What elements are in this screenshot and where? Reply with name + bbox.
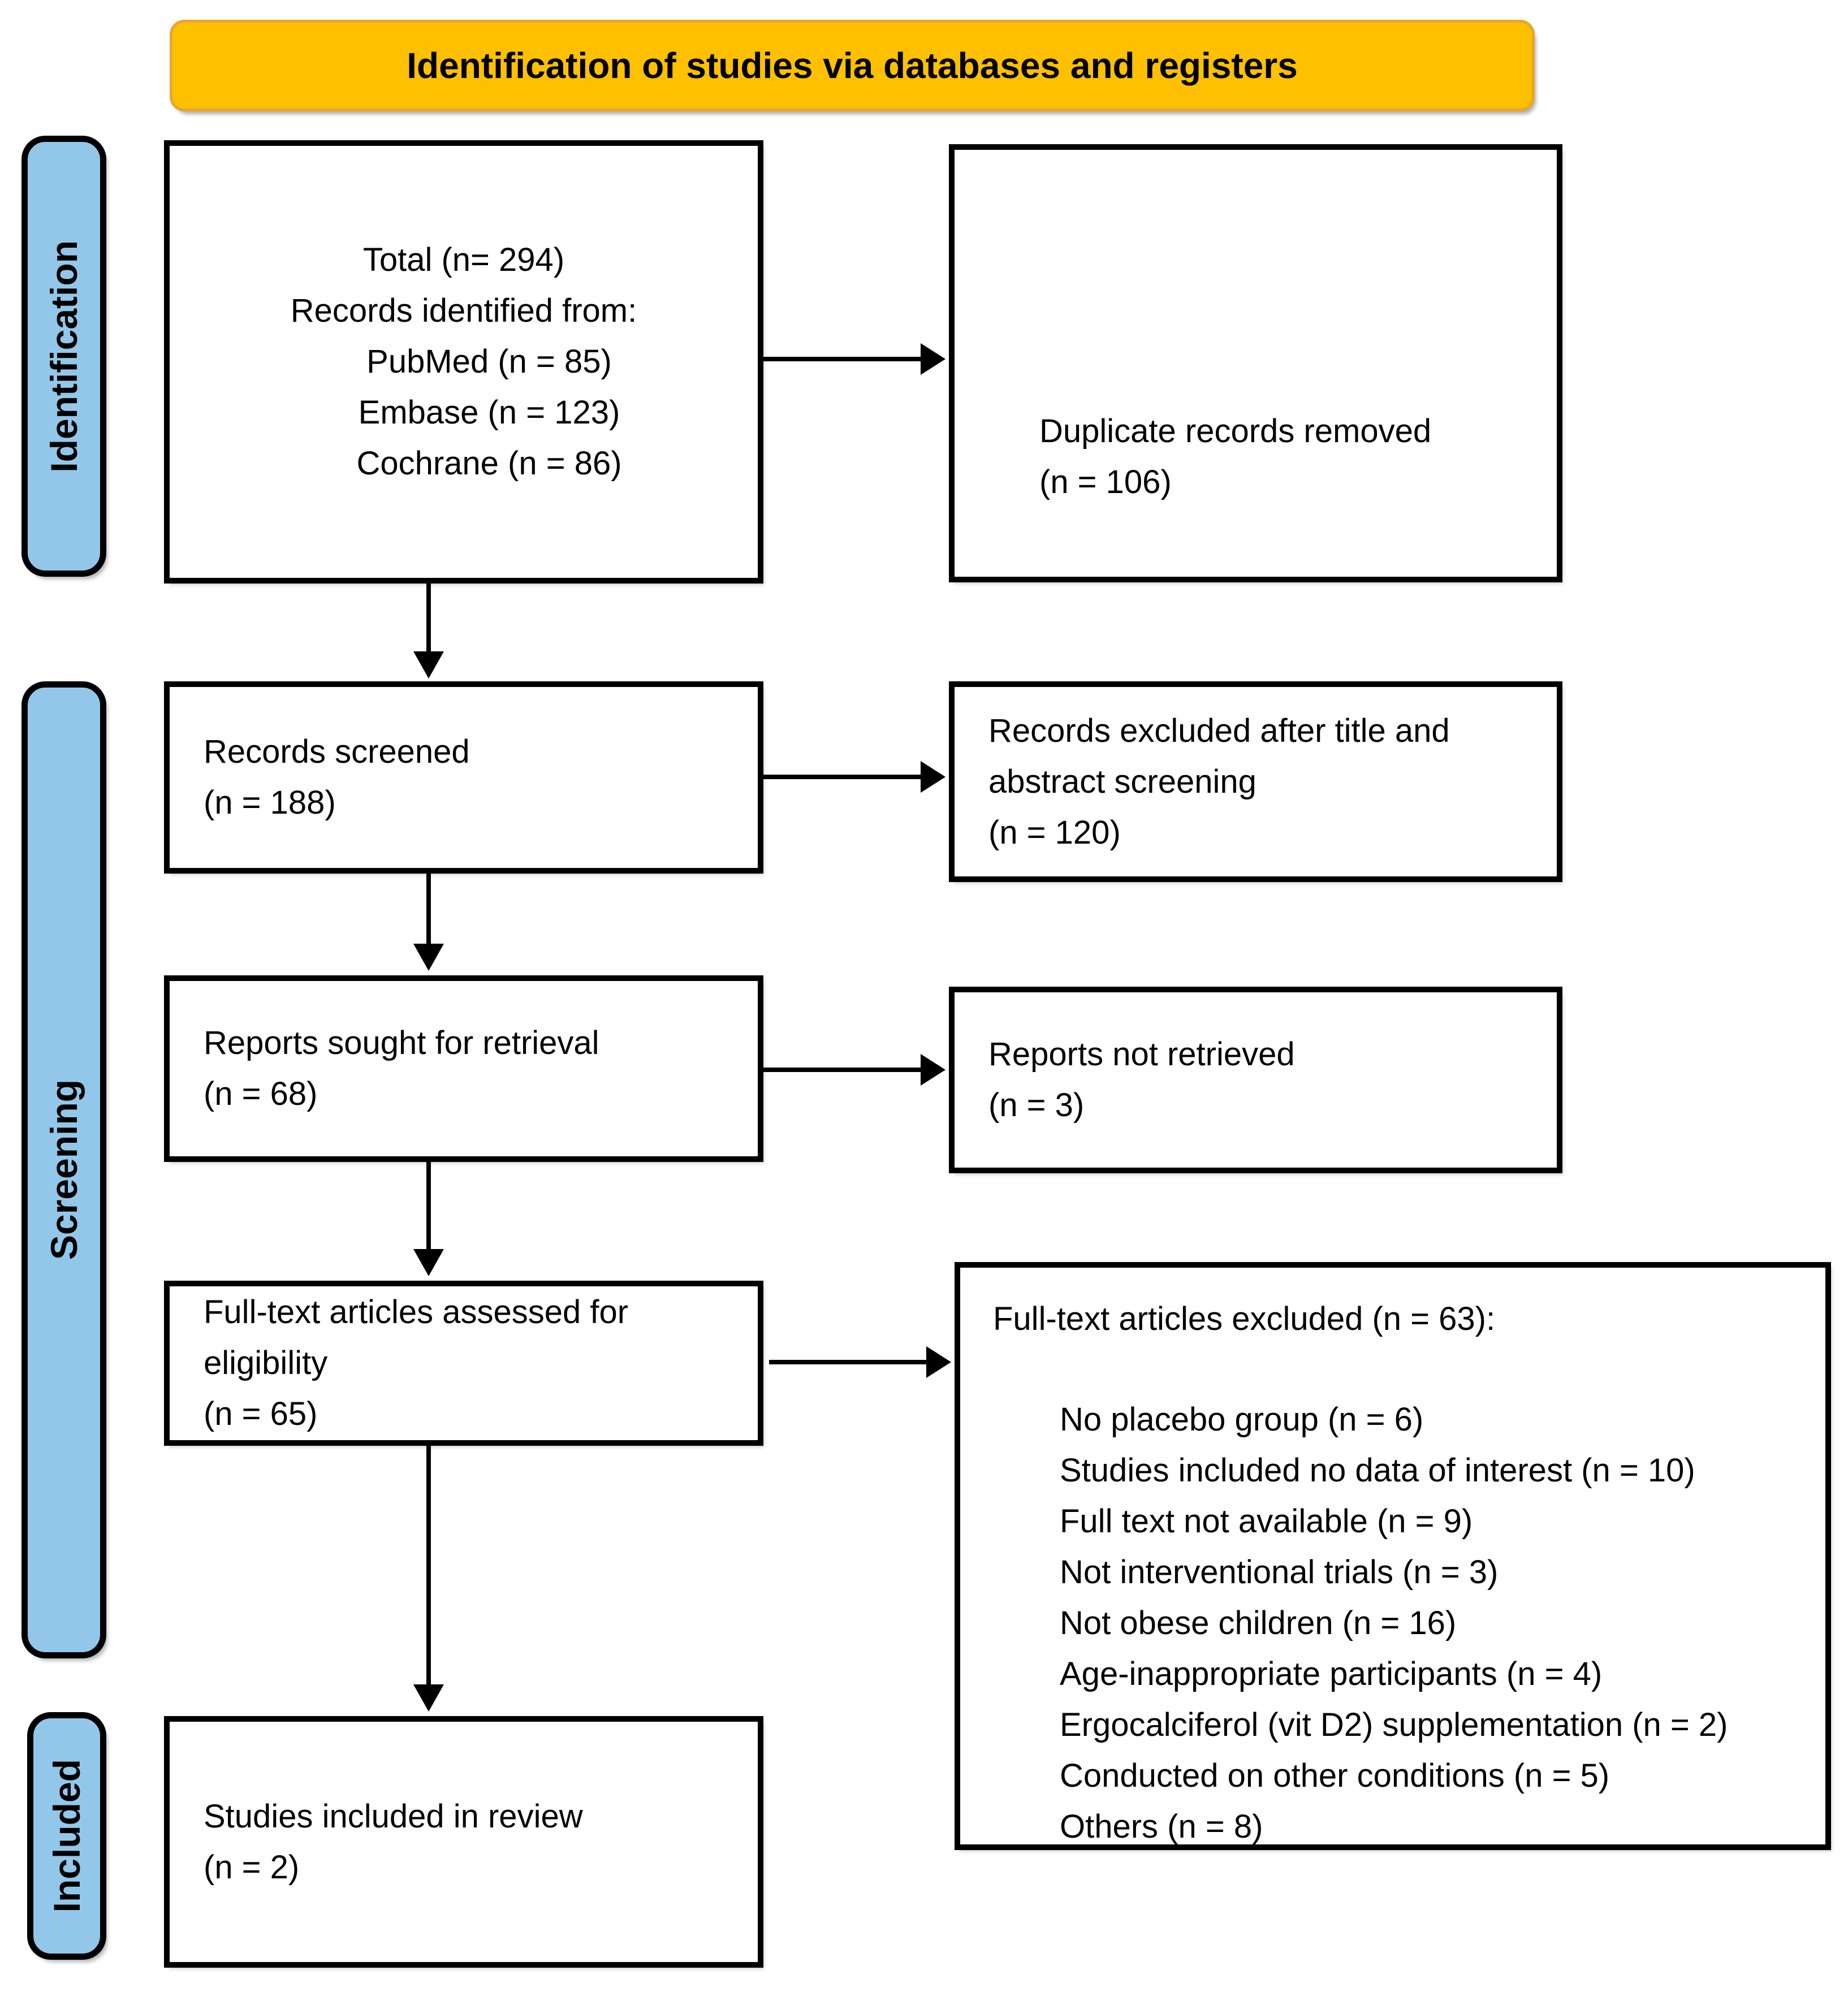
box-records-identified-line: Cochrane (n = 86) [356, 445, 622, 482]
arrow-down-icon [413, 1249, 444, 1276]
arrow-line [763, 775, 923, 779]
box-records-screened-line: Records screened [204, 733, 470, 770]
box-studies-included: Studies included in review (n = 2) [164, 1716, 763, 1968]
arrow-line [426, 874, 431, 946]
arrow-screened-to-sought [413, 874, 444, 971]
arrow-assessed-to-fulltext-excluded [769, 1346, 951, 1378]
stage-label-included-text: Included [46, 1759, 88, 1913]
box-reports-not-retrieved-line: Reports not retrieved [988, 1036, 1295, 1073]
box-records-excluded-line: abstract screening [988, 763, 1257, 800]
arrow-sought-to-assessed [413, 1162, 444, 1276]
box-studies-included-line: Studies included in review [204, 1797, 583, 1835]
box-records-excluded-title-abstract: Records excluded after title and abstrac… [949, 681, 1562, 882]
arrow-right-icon [921, 761, 945, 793]
arrow-line [763, 1068, 923, 1072]
box-fulltext-excluded: Full-text articles excluded (n = 63): No… [955, 1262, 1831, 1850]
exclusion-reason: Not interventional trials (n = 3) [1060, 1554, 1499, 1591]
box-records-screened-line: (n = 188) [204, 784, 336, 821]
box-records-identified-line: Total (n= 294) [362, 241, 565, 278]
arrow-right-icon [921, 1054, 945, 1086]
box-records-identified-line: Embase (n = 123) [358, 394, 620, 431]
exclusion-reason: Studies included no data of interest (n … [1060, 1452, 1695, 1489]
banner: Identification of studies via databases … [170, 20, 1535, 111]
box-fulltext-assessed-line: eligibility [204, 1345, 328, 1381]
box-duplicates-removed: Duplicate records removed (n = 106) [949, 144, 1562, 582]
stage-label-identification-text: Identification [43, 240, 85, 473]
box-records-excluded-line: (n = 120) [988, 814, 1121, 851]
exclusion-reason: Age-inappropriate participants (n = 4) [1060, 1656, 1603, 1692]
box-fulltext-assessed-line: Full-text articles assessed for [204, 1294, 629, 1330]
box-records-identified: Total (n= 294) Records identified from: … [164, 140, 763, 584]
box-duplicates-removed-line: Duplicate records removed [1039, 412, 1432, 450]
box-records-identified-line: PubMed (n = 85) [366, 343, 612, 380]
exclusion-reason: Not obese children (n = 16) [1060, 1605, 1457, 1641]
arrow-down-icon [413, 1684, 444, 1712]
box-studies-included-line: (n = 2) [204, 1848, 300, 1886]
arrow-down-icon [413, 651, 444, 679]
arrow-line [763, 357, 923, 361]
box-duplicates-removed-line: (n = 106) [1039, 463, 1172, 500]
arrow-identified-to-duplicates [763, 343, 945, 375]
exclusion-reason: Others (n = 8) [1060, 1808, 1263, 1845]
arrow-screened-to-excluded [763, 761, 945, 793]
box-fulltext-assessed: Full-text articles assessed for eligibil… [164, 1281, 763, 1446]
stage-label-identification: Identification [21, 136, 106, 577]
box-reports-sought: Reports sought for retrieval (n = 68) [164, 975, 763, 1162]
arrow-line [426, 584, 431, 654]
arrow-line [426, 1446, 431, 1687]
arrow-right-icon [926, 1346, 951, 1378]
box-reports-sought-line: (n = 68) [204, 1075, 318, 1112]
stage-label-screening: Screening [21, 681, 106, 1658]
box-records-excluded-line: Records excluded after title and [988, 712, 1450, 749]
exclusion-reason: Ergocalciferol (vit D2) supplementation … [1060, 1706, 1728, 1743]
banner-title: Identification of studies via databases … [407, 45, 1298, 86]
arrow-identified-to-screened [413, 584, 444, 679]
arrow-down-icon [413, 944, 444, 971]
exclusion-reason: Conducted on other conditions (n = 5) [1060, 1757, 1610, 1794]
box-reports-sought-line: Reports sought for retrieval [204, 1025, 599, 1061]
arrow-line [426, 1162, 431, 1251]
box-reports-not-retrieved: Reports not retrieved (n = 3) [949, 987, 1562, 1173]
exclusion-reason: No placebo group (n = 6) [1060, 1401, 1424, 1438]
box-fulltext-excluded-header: Full-text articles excluded (n = 63): [993, 1300, 1496, 1337]
arrow-assessed-to-included [413, 1446, 444, 1712]
stage-label-included: Included [27, 1712, 106, 1960]
box-fulltext-assessed-line: (n = 65) [204, 1395, 318, 1432]
arrow-line [769, 1360, 929, 1364]
box-records-screened: Records screened (n = 188) [164, 681, 763, 874]
exclusion-reason: Full text not available (n = 9) [1060, 1503, 1473, 1540]
arrow-sought-to-not-retrieved [763, 1054, 945, 1086]
box-reports-not-retrieved-line: (n = 3) [988, 1087, 1085, 1124]
box-records-identified-line: Records identified from: [290, 292, 637, 329]
stage-label-screening-text: Screening [43, 1079, 85, 1260]
arrow-right-icon [921, 343, 945, 375]
